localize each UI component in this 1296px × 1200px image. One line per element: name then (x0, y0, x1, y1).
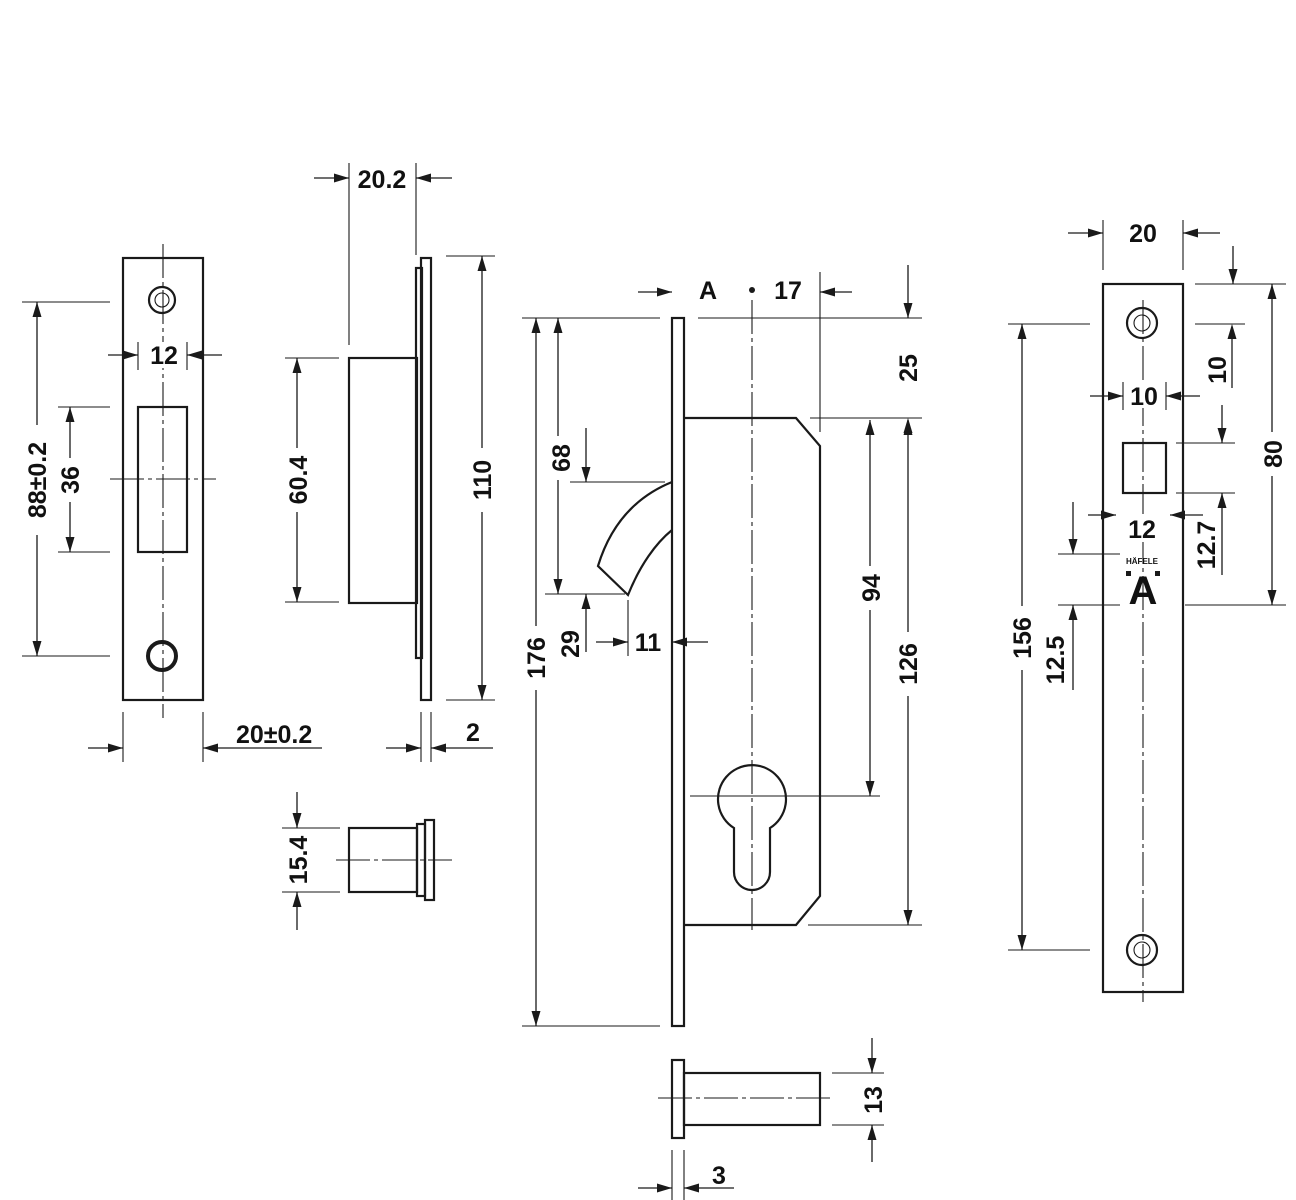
dim-29: 29 (557, 630, 585, 658)
dim-80: 80 (1260, 440, 1288, 468)
lock-case (684, 416, 822, 927)
latch-opening (1121, 441, 1168, 495)
strike-box-housing (347, 356, 419, 605)
faceplate-hole-top (1125, 306, 1159, 340)
dim-3: 3 (712, 1162, 726, 1190)
dim-10-vertical: 10 (1204, 356, 1232, 384)
dim-2: 2 (466, 719, 480, 747)
dim-12-7: 12.7 (1193, 521, 1221, 570)
dim-17: 17 (774, 277, 802, 305)
dim-12-5: 12.5 (1042, 636, 1070, 685)
screw-hole-top (147, 285, 177, 315)
dim-176: 176 (523, 637, 551, 679)
dim-backset-A: A (699, 277, 717, 305)
dim-13: 13 (860, 1086, 888, 1114)
dim-10-horizontal: 10 (1130, 383, 1158, 411)
brand-logo-mark: A (1129, 569, 1158, 613)
hook-bolt-pin-detail: 13 3 (638, 1038, 888, 1200)
dim-25: 25 (895, 354, 923, 382)
latch-bolt-detail: 15.4 (282, 792, 452, 930)
lock-faceplate (670, 316, 686, 1028)
dim-94: 94 (858, 574, 886, 602)
lock-body-view: A 17 25 176 68 29 11 (521, 265, 923, 1028)
dim-20-strike: 20±0.2 (236, 721, 312, 749)
hook-bolt (596, 480, 673, 597)
brand-caption: HÄFELE (1126, 557, 1159, 566)
dim-12-strike: 12 (150, 342, 178, 370)
dim-156: 156 (1009, 617, 1037, 659)
dim-110: 110 (469, 460, 497, 500)
strike-box-side-view: 20.2 60.4 110 2 (283, 163, 497, 762)
dim-60-4: 60.4 (285, 456, 313, 505)
dim-36: 36 (57, 466, 85, 494)
faceplate-hole-bottom (1125, 933, 1159, 967)
dim-12-face: 12 (1128, 516, 1156, 544)
dim-126: 126 (895, 643, 923, 685)
dim-68: 68 (548, 444, 576, 472)
strike-plate-view: 88±0.2 36 12 20±0.2 (22, 244, 322, 762)
screw-hole-bottom (146, 640, 178, 672)
dim-11: 11 (635, 629, 662, 657)
dim-15-4: 15.4 (285, 836, 313, 885)
dim-88: 88±0.2 (24, 442, 52, 518)
faceplate-front-view: HÄFELE A 20 80 10 10 (1008, 220, 1288, 1002)
dim-20-face: 20 (1129, 220, 1157, 248)
dim-20-2: 20.2 (358, 166, 407, 194)
